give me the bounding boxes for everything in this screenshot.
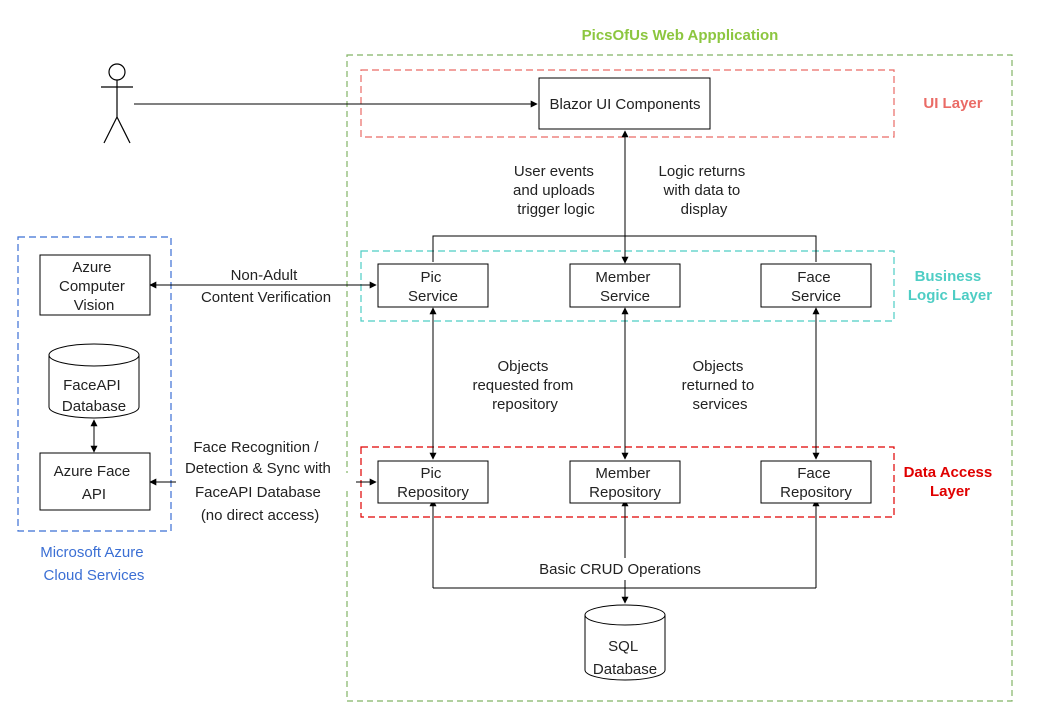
edge-fanout-to-services	[432, 235, 817, 262]
face-api-label-line: API	[82, 486, 106, 503]
azure-face-api-label: Azure Face API	[54, 463, 135, 503]
faceapi-database-label-line: Database	[62, 398, 126, 415]
face-service-label-line: Service	[791, 288, 841, 305]
azure-computer-vision-label: Azure Computer Vision	[59, 259, 129, 314]
face-recognition-label: Face Recognition / Detection & Sync with…	[185, 439, 335, 524]
faceapi-database-cylinder	[48, 343, 140, 419]
app-boundary	[346, 54, 1013, 702]
business-layer-label-line: Logic Layer	[908, 287, 992, 304]
ui-layer-label: UI Layer	[923, 95, 982, 112]
business-layer-label: Business Logic Layer	[908, 268, 992, 304]
member-repository-label: Member Repository	[589, 465, 661, 501]
member-repository-box	[569, 460, 681, 504]
blazor-label-line: Blazor UI Components	[550, 96, 701, 113]
data-layer-label-line: Data Access	[904, 464, 993, 481]
face-api-label-line: Azure Face	[54, 463, 131, 480]
member-repository-label-line: Member	[595, 465, 650, 482]
member-service-label-line: Service	[600, 288, 650, 305]
objects-requested-label-line: repository	[492, 396, 558, 413]
face-repository-box	[760, 460, 872, 504]
sql-database-cylinder	[584, 604, 666, 681]
member-service-label-line: Member	[595, 269, 650, 286]
pic-repository-label-line: Repository	[397, 484, 469, 501]
content-verification-label-line: Non-Adult	[231, 267, 299, 284]
computer-vision-label-line: Azure	[72, 259, 111, 276]
sql-database-label: SQL Database	[593, 638, 657, 678]
app-title: PicsOfUs Web Appplication	[582, 27, 779, 44]
azure-face-api-box	[39, 452, 151, 511]
faceapi-database-label: FaceAPI Database	[62, 377, 126, 415]
pic-repository-box	[377, 460, 489, 504]
objects-returned-label: Objects returned to services	[682, 358, 759, 413]
face-service-label-line: Face	[797, 269, 830, 286]
pic-service-label-line: Pic	[420, 269, 441, 286]
user-actor-icon	[101, 63, 133, 144]
face-recognition-label-line: Detection & Sync with	[185, 460, 331, 477]
sql-database-label-line: Database	[593, 661, 657, 678]
data-layer-label-line: Layer	[930, 483, 970, 500]
objects-requested-label: Objects requested from repository	[472, 358, 577, 413]
user-events-label-line: and uploads	[513, 182, 595, 199]
blazor-ui-components-box	[538, 77, 711, 130]
content-verification-label-line: Content Verification	[201, 289, 331, 306]
member-service-box	[569, 263, 681, 308]
logic-returns-label-line: Logic returns	[659, 163, 746, 180]
face-recognition-label-bg	[176, 473, 356, 491]
objects-requested-label-line: requested from	[472, 377, 573, 394]
user-events-label-line: trigger logic	[517, 201, 595, 218]
crud-label: Basic CRUD Operations	[539, 561, 701, 578]
face-service-box	[760, 263, 872, 308]
face-repository-label-line: Repository	[780, 484, 852, 501]
face-service-label: Face Service	[791, 269, 841, 305]
member-repository-label-line: Repository	[589, 484, 661, 501]
azure-group-label-line: Microsoft Azure	[40, 544, 143, 561]
face-recognition-label-line: (no direct access)	[201, 507, 319, 524]
azure-computer-vision-box	[39, 254, 151, 316]
face-recognition-label-line: Face Recognition /	[193, 439, 319, 456]
user-events-label: User events and uploads trigger logic	[513, 163, 599, 218]
edge-label-bg-group	[530, 558, 710, 580]
pic-repository-label-line: Pic	[420, 465, 441, 482]
pic-service-label: Pic Service	[408, 269, 458, 305]
content-verification-label: Non-Adult Content Verification	[201, 267, 331, 306]
azure-group-label-line: Cloud Services	[44, 567, 145, 584]
logic-returns-label-line: with data to	[663, 182, 741, 199]
computer-vision-label-line: Computer	[59, 278, 125, 295]
data-layer-label: Data Access Layer	[904, 464, 997, 500]
face-repository-label: Face Repository	[780, 465, 852, 501]
objects-returned-label-line: returned to	[682, 377, 755, 394]
member-service-label: Member Service	[595, 269, 654, 305]
azure-group-label: Microsoft Azure Cloud Services	[40, 544, 148, 584]
face-recognition-label-line: FaceAPI Database	[195, 484, 321, 501]
objects-returned-label-line: services	[692, 396, 747, 413]
face-repository-label-line: Face	[797, 465, 830, 482]
azure-group-boundary	[17, 236, 172, 532]
edge-label-bg-crud	[530, 558, 710, 580]
user-events-label-line: User events	[514, 163, 594, 180]
blazor-ui-components-label: Blazor UI Components	[550, 96, 701, 113]
sql-database-label-line: SQL	[608, 638, 638, 655]
crud-label-line: Basic CRUD Operations	[539, 561, 701, 578]
logic-returns-label: Logic returns with data to display	[659, 163, 750, 218]
pic-service-label-line: Service	[408, 288, 458, 305]
pic-repository-label: Pic Repository	[397, 465, 469, 501]
faceapi-database-label-line: FaceAPI	[63, 377, 121, 394]
business-layer-label-line: Business	[915, 268, 982, 285]
logic-returns-label-line: display	[681, 201, 728, 218]
objects-requested-label-line: Objects	[497, 358, 548, 375]
objects-returned-label-line: Objects	[692, 358, 743, 375]
computer-vision-label-line: Vision	[74, 297, 115, 314]
pic-service-box	[377, 263, 489, 308]
